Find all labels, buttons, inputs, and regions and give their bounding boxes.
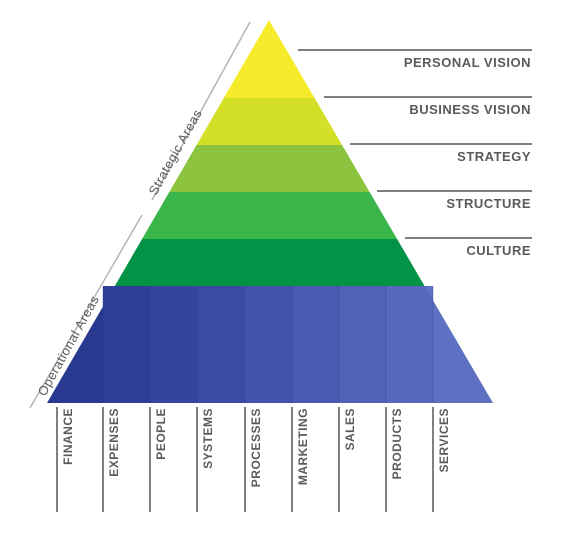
layer-band [114, 239, 425, 286]
column-label: SERVICES [437, 408, 451, 472]
column-band [197, 286, 245, 403]
column-band [103, 286, 150, 403]
layer-band [223, 20, 315, 98]
column-band [47, 286, 115, 403]
column-label: PRODUCTS [390, 408, 404, 479]
column-labels: FINANCE EXPENSES PEOPLE SYSTEMS PROCESSES MAR… [61, 408, 451, 487]
column-band [150, 286, 197, 403]
column-band [292, 286, 339, 403]
column-band [245, 286, 292, 403]
operational-side-line [29, 214, 143, 409]
strategic-side-line [151, 21, 251, 201]
column-label: SYSTEMS [201, 408, 215, 469]
column-label: PROCESSES [249, 408, 263, 487]
column-band [339, 286, 386, 403]
column-label: MARKETING [296, 408, 310, 485]
column-leader-lines [56, 407, 434, 512]
operational-columns [47, 286, 493, 403]
column-band [424, 286, 493, 403]
layer-band [169, 145, 370, 192]
column-label: EXPENSES [107, 408, 121, 477]
layer-label: STRATEGY [457, 149, 531, 164]
layer-label: PERSONAL VISION [404, 55, 531, 70]
layer-label: BUSINESS VISION [409, 102, 531, 117]
layer-band [142, 192, 398, 239]
layer-label: STRUCTURE [446, 196, 531, 211]
layer-labels: PERSONAL VISION BUSINESS VISION STRATEGY ST… [404, 55, 531, 258]
layer-label: CULTURE [466, 243, 531, 258]
layer-leader-lines [298, 49, 532, 239]
column-label: PEOPLE [154, 408, 168, 460]
column-band [386, 286, 433, 403]
column-label: FINANCE [61, 408, 75, 465]
column-label: SALES [343, 408, 357, 451]
strategic-layers [114, 20, 425, 286]
layer-band [196, 98, 343, 145]
